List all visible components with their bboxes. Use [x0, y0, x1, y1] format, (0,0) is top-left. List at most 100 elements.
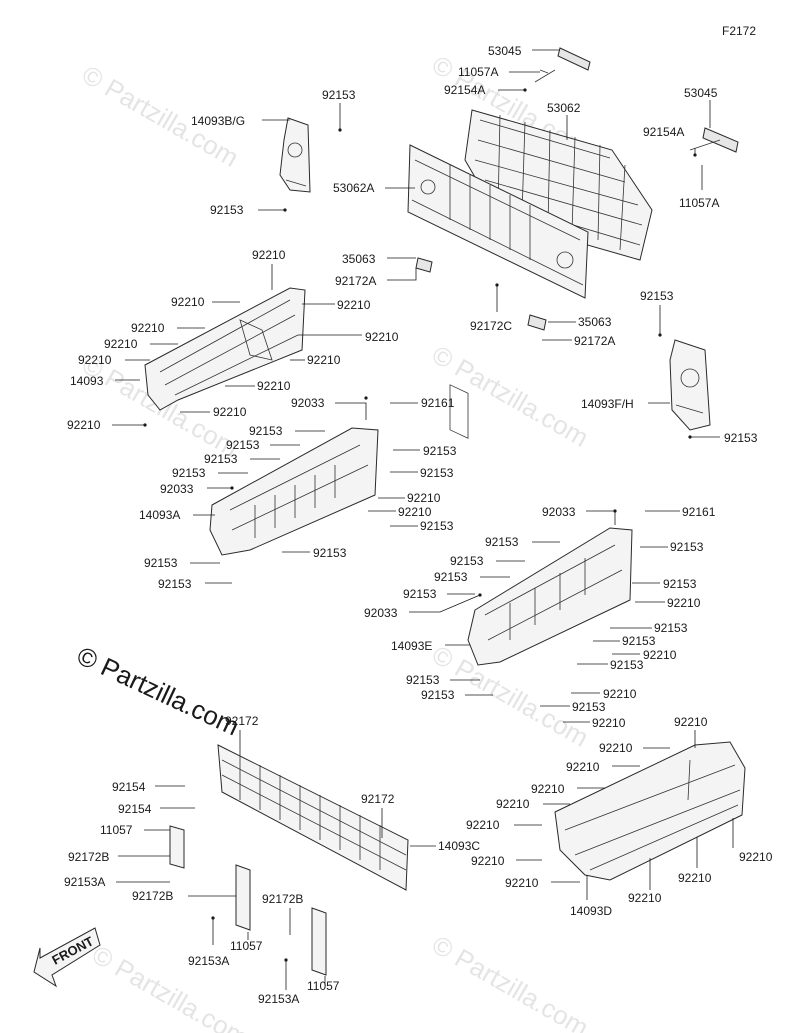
plate-11057-a: [169, 825, 185, 869]
part-label-92210: 92210: [628, 891, 662, 905]
fastener-dots: [143, 88, 697, 962]
part-label-14093BG: 14093B/G: [191, 114, 245, 128]
part-label-92172B: 92172B: [68, 850, 109, 864]
part-label-92153: 92153: [144, 556, 178, 570]
part-label-92033: 92033: [160, 482, 194, 496]
watermark: © Partzilla.com: [427, 929, 594, 1033]
side-rail-14093C: [217, 744, 409, 891]
part-label-92153: 92153: [420, 466, 454, 480]
part-label-92153: 92153: [423, 444, 457, 458]
part-label-92210: 92210: [674, 715, 708, 729]
clip-35063-b: [527, 314, 547, 331]
part-label-92153: 92153: [249, 424, 283, 438]
part-label-92153: 92153: [172, 466, 206, 480]
part-label-53045: 53045: [684, 86, 718, 100]
part-label-92153: 92153: [622, 634, 656, 648]
part-label-92210: 92210: [252, 248, 286, 262]
figure-code: F2172: [722, 24, 756, 38]
part-label-53062: 53062: [547, 101, 581, 115]
part-label-92210: 92210: [599, 741, 633, 755]
part-label-92210: 92210: [531, 782, 565, 796]
part-label-92210: 92210: [603, 687, 637, 701]
part-label-92153: 92153: [420, 519, 454, 533]
part-label-92210: 92210: [566, 760, 600, 774]
part-label-92153: 92153: [434, 570, 468, 584]
side-rail-14093E: [467, 527, 633, 666]
part-label-92153: 92153: [406, 673, 440, 687]
part-label-92210: 92210: [104, 337, 138, 351]
part-label-92210: 92210: [739, 850, 773, 864]
part-label-92172: 92172: [361, 792, 395, 806]
part-label-92153: 92153: [313, 546, 347, 560]
part-label-14093C: 14093C: [438, 839, 480, 853]
part-label-92154A: 92154A: [444, 83, 485, 97]
part-label-92153: 92153: [670, 540, 704, 554]
part-label-14093A: 14093A: [139, 508, 180, 522]
part-label-92153: 92153: [450, 554, 484, 568]
part-label-92210: 92210: [131, 321, 165, 335]
part-label-92210: 92210: [171, 295, 205, 309]
part-label-92172B: 92172B: [262, 892, 303, 906]
part-label-92153: 92153: [572, 700, 606, 714]
part-label-92210: 92210: [257, 379, 291, 393]
part-label-92153: 92153: [610, 658, 644, 672]
part-label-92153: 92153: [654, 621, 688, 635]
part-label-92210: 92210: [407, 491, 441, 505]
part-label-92033: 92033: [364, 606, 398, 620]
part-label-35063: 35063: [342, 252, 376, 266]
part-label-92153A: 92153A: [258, 992, 299, 1006]
part-label-92210: 92210: [213, 405, 247, 419]
part-label-92153A: 92153A: [64, 875, 105, 889]
part-label-92153: 92153: [226, 438, 260, 452]
part-label-92210: 92210: [398, 505, 432, 519]
part-label-11057: 11057: [230, 939, 263, 953]
part-label-14093D: 14093D: [570, 904, 612, 918]
hinge-53045-right: [689, 127, 739, 153]
part-label-92172B: 92172B: [132, 889, 173, 903]
part-label-92153: 92153: [403, 587, 437, 601]
part-label-14093E: 14093E: [391, 639, 432, 653]
part-label-92172A: 92172A: [574, 334, 615, 348]
bracket-14093BG: [279, 117, 311, 193]
part-label-11057: 11057: [100, 823, 133, 837]
part-label-92210: 92210: [78, 353, 112, 367]
plate-11057-b: [235, 864, 251, 931]
part-label-92161: 92161: [421, 396, 455, 410]
part-label-92153: 92153: [640, 289, 674, 303]
part-label-92210: 92210: [67, 418, 101, 432]
plate-11057-c: [311, 907, 327, 976]
part-label-92172A: 92172A: [335, 274, 376, 288]
part-label-92210: 92210: [365, 330, 399, 344]
part-label-92153A: 92153A: [188, 954, 229, 968]
part-label-92033: 92033: [542, 505, 576, 519]
part-label-92033: 92033: [291, 396, 325, 410]
part-label-92153: 92153: [485, 535, 519, 549]
side-rail-14093A: [209, 427, 379, 556]
part-label-92210: 92210: [643, 648, 677, 662]
part-label-14093: 14093: [70, 374, 104, 388]
part-label-92153: 92153: [421, 688, 455, 702]
front-arrow: FRONT: [33, 927, 101, 988]
part-label-11057A: 11057A: [458, 65, 498, 79]
part-label-92210: 92210: [592, 716, 626, 730]
part-label-35063: 35063: [578, 315, 612, 329]
part-label-53045: 53045: [488, 44, 522, 58]
tailgate-inner-53062A: [407, 144, 589, 439]
part-label-92210: 92210: [337, 298, 371, 312]
part-label-92153: 92153: [322, 88, 356, 102]
part-label-92153: 92153: [158, 577, 192, 591]
part-label-92172C: 92172C: [470, 319, 512, 333]
part-label-92172: 92172: [225, 714, 259, 728]
part-label-92210: 92210: [471, 854, 505, 868]
part-label-92153: 92153: [663, 577, 697, 591]
part-label-92210: 92210: [307, 353, 341, 367]
part-label-92210: 92210: [505, 876, 539, 890]
hinge-53045-top: [534, 47, 591, 83]
clip-35063-a: [415, 257, 433, 273]
part-label-92154: 92154: [118, 802, 152, 816]
part-labels: 53045 11057A 92154A 53062 53045 92154A 1…: [64, 44, 773, 1006]
part-label-92153: 92153: [210, 203, 244, 217]
part-label-92161: 92161: [682, 505, 716, 519]
